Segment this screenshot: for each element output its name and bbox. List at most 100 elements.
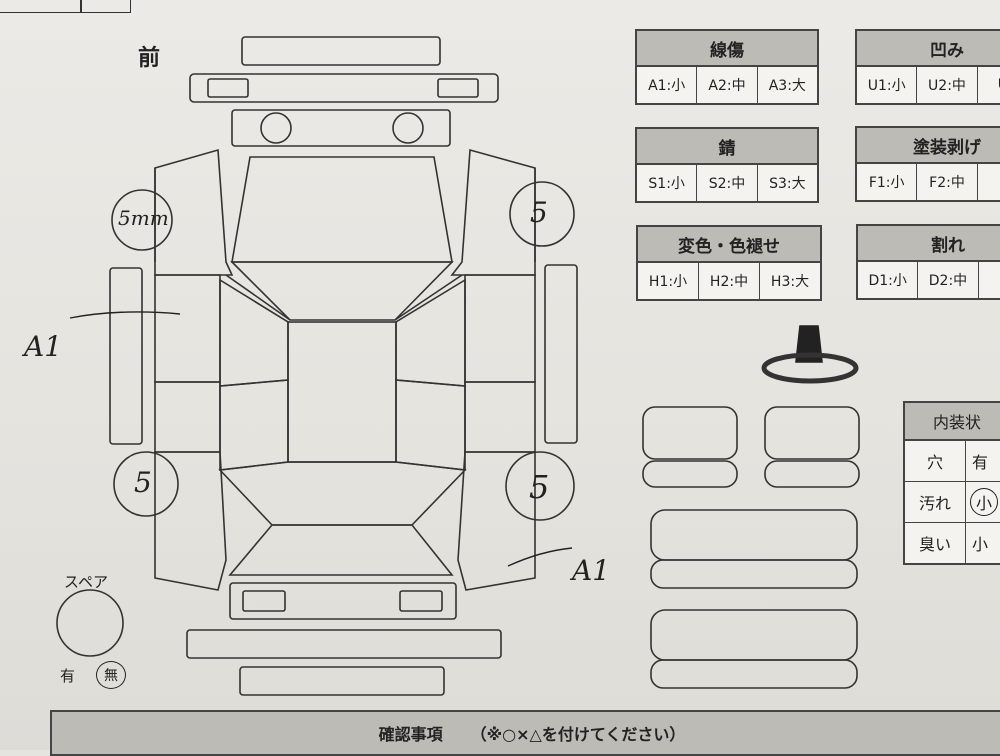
spare-tire-icon	[56, 589, 124, 657]
trunk-lid	[228, 524, 454, 576]
interior-row-value: 有	[972, 453, 989, 472]
legend-cell: U3	[978, 67, 1000, 103]
grille-panel	[231, 109, 451, 147]
tire-front-left	[111, 189, 173, 251]
left-rear-quarter	[154, 451, 227, 591]
interior-row-value-cell: 小	[966, 482, 1000, 522]
headlight-left	[260, 112, 292, 144]
legend-cell: A1:小	[637, 67, 698, 103]
roof	[287, 321, 397, 463]
table-row: 汚れ 小	[905, 482, 1000, 523]
left-rear-door	[154, 381, 221, 453]
rear-bottom-panel	[239, 666, 445, 696]
spare-none-circled: 無	[96, 661, 126, 689]
legend-rust-title: 錆	[637, 129, 817, 165]
front-left-seat-back	[642, 406, 738, 460]
rear-panel	[229, 582, 457, 620]
legend-cell: H2:中	[699, 263, 760, 299]
hood	[231, 156, 453, 263]
legend-cell: H3:大	[770, 274, 810, 290]
rear-window	[218, 461, 467, 526]
front-top-panel	[241, 36, 441, 66]
front-left-seat-base	[642, 460, 738, 488]
rear-seat-1-back	[650, 509, 858, 561]
legend-scratch-title: 線傷	[637, 31, 817, 67]
right-rear-window	[395, 379, 466, 471]
front-bumper-left-light	[207, 78, 249, 98]
legend-crack: 割れ D1:小 D2:中 D	[856, 224, 1000, 300]
left-front-door	[154, 274, 221, 383]
legend-cell: U2:中	[917, 67, 978, 103]
tire-depth-front-right: 5	[530, 196, 548, 229]
legend-cell: A3:大	[768, 78, 806, 94]
legend-dent-title: 凹み	[857, 31, 1000, 67]
tire-rear-right	[505, 451, 575, 521]
headlight-right	[392, 112, 424, 144]
tire-depth-rear-right: 5	[529, 468, 550, 506]
damage-mark-left: A1	[24, 330, 63, 363]
rear-bumper	[186, 629, 502, 659]
tire-depth-rear-left: 5	[134, 466, 152, 499]
confirm-note: （※○×△を付けてください）	[470, 725, 686, 744]
mark-line-left	[69, 311, 181, 319]
legend-cell: F2:中	[917, 164, 978, 200]
legend-dent: 凹み U1:小 U2:中 U3	[855, 29, 1000, 105]
front-bumper	[189, 73, 499, 103]
legend-cell: S1:小	[637, 165, 698, 201]
legend-cell: D1:小	[858, 262, 919, 298]
legend-cell: H1:小	[638, 263, 699, 299]
circled-value: 小	[970, 488, 998, 516]
spare-label: スペア	[64, 573, 108, 591]
interior-condition-table: 内装状 穴 有 汚れ 小 臭い 小	[903, 401, 1000, 565]
tail-light-left	[242, 590, 286, 612]
legend-crack-title: 割れ	[858, 226, 1000, 262]
top-table-edge	[0, 0, 131, 13]
right-rear-quarter	[457, 451, 536, 591]
legend-discolor: 変色・色褪せ H1:小 H2:中 H3:大	[636, 225, 822, 301]
right-rear-door	[464, 381, 536, 453]
rear-seat-2-back	[650, 609, 858, 661]
tire-depth-front-left: 5mm	[118, 206, 169, 230]
steering-wheel-icon	[761, 352, 859, 384]
front-right-seat-base	[764, 460, 860, 488]
rear-seat-2-base	[650, 659, 858, 689]
legend-cell: D	[979, 262, 1000, 298]
damage-mark-right: A1	[572, 554, 611, 587]
legend-cell: F1:小	[857, 164, 918, 200]
interior-row-label: 臭い	[905, 523, 966, 563]
interior-row-label: 汚れ	[905, 482, 966, 522]
tire-front-right	[509, 181, 575, 247]
front-bumper-right-light	[437, 78, 479, 98]
left-front-window	[219, 278, 289, 387]
right-front-door	[464, 274, 536, 383]
right-fender	[450, 148, 536, 276]
legend-cell: F3	[978, 164, 1000, 200]
tail-light-right	[399, 590, 443, 612]
confirm-bar: 確認事項 （※○×△を付けてください）	[50, 710, 1000, 756]
legend-rust: 錆 S1:小 S2:中 S3:大	[635, 127, 819, 203]
confirm-title: 確認事項	[378, 725, 443, 744]
legend-cell: D2:中	[918, 262, 979, 298]
front-label: 前	[138, 46, 161, 71]
rear-seat-1-base	[650, 559, 858, 589]
legend-scratch: 線傷 A1:小 A2:中 A3:大	[635, 29, 819, 105]
spare-yes: 有	[60, 667, 76, 685]
legend-cell: S2:中	[697, 165, 758, 201]
legend-paint-peel: 塗装剥げ F1:小 F2:中 F3	[855, 126, 1000, 202]
windshield	[230, 261, 454, 321]
right-sill	[544, 264, 578, 444]
interior-title: 内装状	[905, 403, 1000, 441]
tire-rear-left	[113, 451, 179, 517]
table-row: 臭い 小	[905, 523, 1000, 563]
legend-cell: S3:大	[769, 176, 806, 192]
mark-line-right	[507, 547, 573, 567]
table-row: 穴 有	[905, 441, 1000, 482]
legend-discolor-title: 変色・色褪せ	[638, 227, 820, 263]
left-sill	[109, 267, 143, 445]
legend-cell: U1:小	[857, 67, 918, 103]
left-rear-window	[219, 379, 289, 471]
legend-cell: A2:中	[697, 67, 758, 103]
interior-row-label: 穴	[905, 441, 966, 481]
